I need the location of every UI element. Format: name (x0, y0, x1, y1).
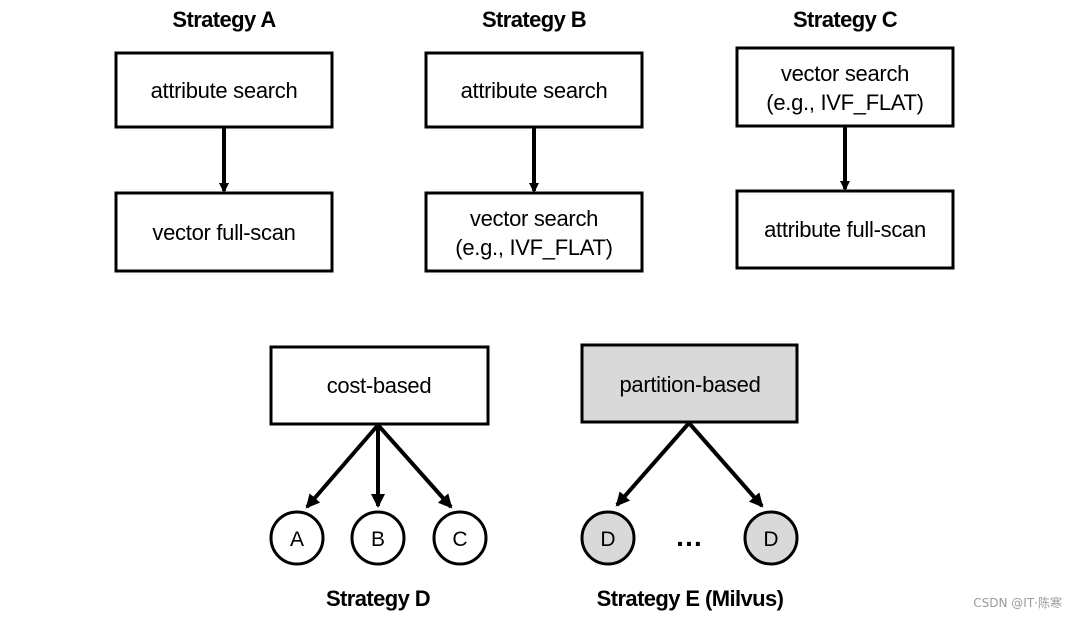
strategy-d-arrow-c (376, 423, 453, 509)
strategy-a-attribute-search-box (114, 51, 334, 129)
strategy-e-arrow-right (687, 421, 764, 508)
strategy-e-node-d-right (743, 510, 799, 566)
strategy-e-ellipsis: … (675, 521, 703, 552)
watermark-text: CSDN @IT·陈寒 (973, 595, 1062, 610)
strategy-d-node-c-label: C (452, 528, 467, 551)
strategy-b-attribute-search-label: attribute search (461, 78, 608, 103)
strategy-a-vector-full-scan-label: vector full-scan (152, 220, 295, 245)
strategy-a: Strategy A attribute search vector full-… (114, 7, 334, 273)
strategy-e-node-d-left-label: D (600, 528, 615, 551)
strategy-c-vector-search-example: (e.g., IVF_FLAT) (766, 90, 923, 115)
strategy-b-attribute-search-box (424, 51, 644, 129)
strategy-c-attribute-full-scan-box (735, 189, 955, 270)
strategy-c-vector-search-label: vector search (781, 61, 909, 86)
strategy-d-arrow-a (305, 423, 380, 509)
strategy-e-node-d-right-label: D (763, 528, 778, 551)
strategy-d-cost-based-box (269, 345, 490, 426)
strategy-e-arrow-left (615, 421, 691, 507)
strategy-e-node-d-left (580, 510, 636, 566)
strategy-d: cost-based A B C Strategy D (269, 345, 490, 611)
strategy-c-vector-search-box (735, 46, 955, 128)
strategy-d-node-b-label: B (371, 528, 385, 551)
strategy-d-node-a-label: A (290, 528, 304, 551)
strategy-a-attribute-search-label: attribute search (151, 78, 298, 103)
strategy-c-attribute-full-scan-label: attribute full-scan (764, 217, 926, 242)
strategy-d-node-b (350, 510, 406, 566)
strategy-b-title: Strategy B (482, 7, 586, 32)
strategy-d-cost-based-label: cost-based (327, 373, 432, 398)
strategy-b-vector-search-label: vector search (470, 206, 598, 231)
strategy-e-title: Strategy E (Milvus) (597, 586, 784, 611)
strategy-c-title: Strategy C (793, 7, 898, 32)
strategy-b-vector-search-box (424, 191, 644, 273)
strategy-d-title: Strategy D (326, 586, 430, 611)
strategy-b-vector-search-example: (e.g., IVF_FLAT) (455, 235, 612, 260)
strategy-d-node-c (432, 510, 488, 566)
strategy-e-partition-based-label: partition-based (619, 372, 760, 397)
strategy-e: partition-based D … D Strategy E (Milvus… (580, 343, 799, 611)
strategy-c: Strategy C vector search (e.g., IVF_FLAT… (735, 7, 955, 270)
strategy-e-partition-based-box (580, 343, 799, 424)
strategy-b: Strategy B attribute search vector searc… (424, 7, 644, 273)
strategy-a-title: Strategy A (172, 7, 276, 32)
strategy-a-vector-full-scan-box (114, 191, 334, 273)
strategy-d-node-a (269, 510, 325, 566)
